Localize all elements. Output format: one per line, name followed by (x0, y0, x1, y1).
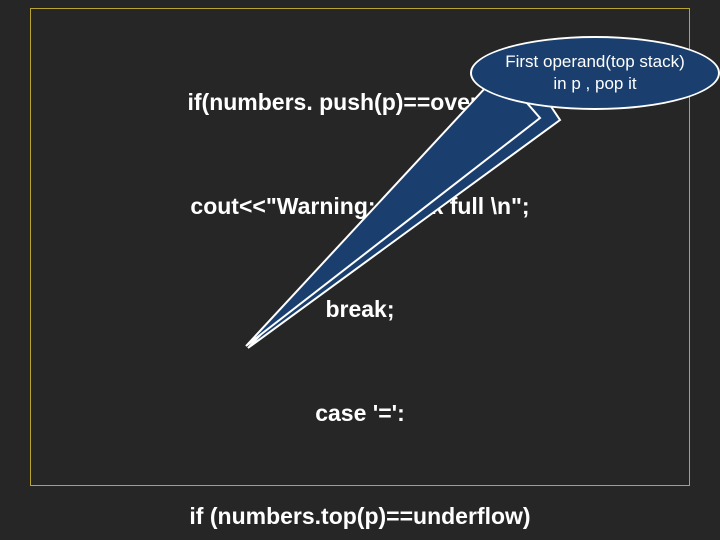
callout-line-1: First operand(top stack) (505, 52, 685, 71)
callout-bubble: First operand(top stack) in p , pop it (470, 36, 720, 110)
code-line: if (numbers.top(p)==underflow) (189, 503, 531, 529)
code-line: case '=': (315, 399, 405, 426)
callout-line-2: in p , pop it (553, 74, 637, 93)
code-line: break; (325, 296, 395, 322)
code-line: cout<<"Warning: Stack full \n"; (190, 192, 530, 219)
